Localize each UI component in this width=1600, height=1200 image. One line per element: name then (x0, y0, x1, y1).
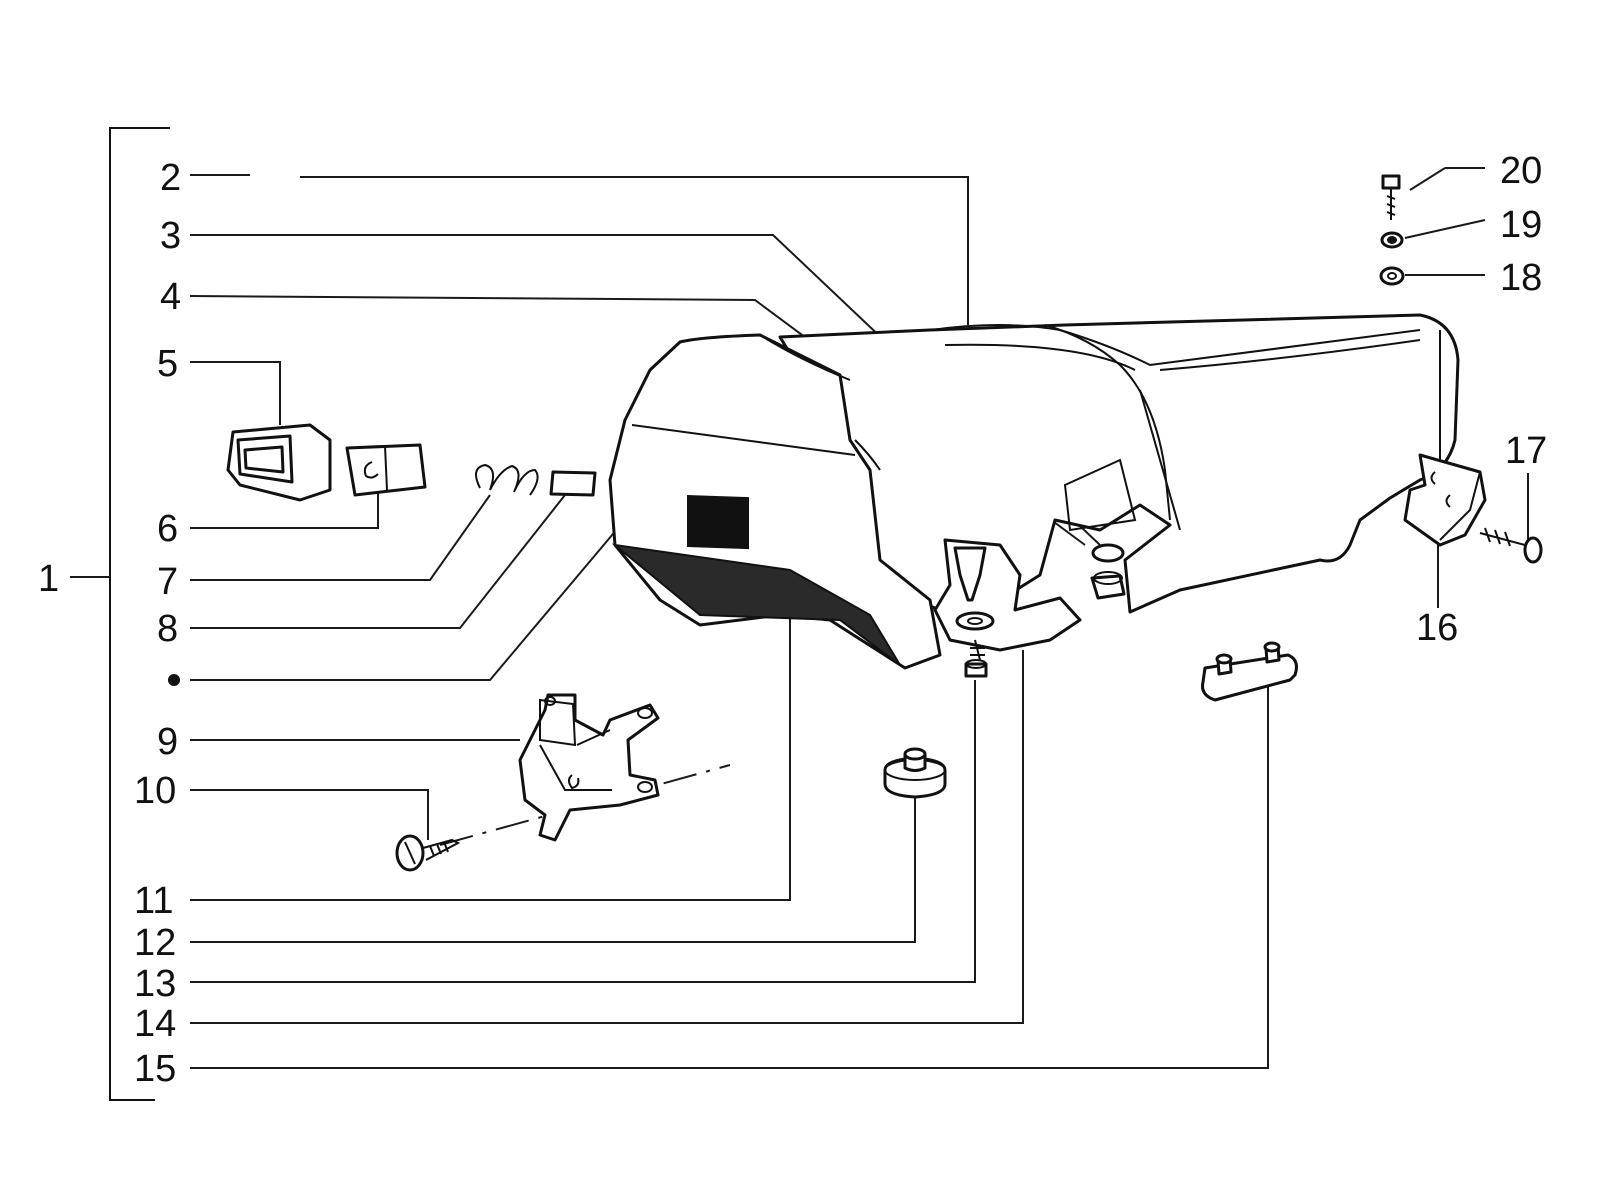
flat-washer-part (1379, 266, 1405, 286)
callout-10: 10 (134, 770, 176, 812)
washer-part (955, 611, 995, 631)
callout-16: 16 (1416, 607, 1458, 649)
callout-2: 2 (160, 157, 181, 199)
stud-mount-part (1201, 641, 1298, 702)
callout-15: 15 (134, 1048, 176, 1090)
bracket-part (518, 693, 660, 842)
callout-7: 7 (157, 561, 178, 603)
block-part (549, 470, 597, 497)
callout-6: 6 (157, 508, 178, 550)
spring-part (475, 463, 539, 496)
callout-20: 20 (1500, 150, 1542, 192)
callout-3: 3 (160, 215, 181, 257)
callout-4: 4 (160, 276, 181, 318)
screw-part (395, 834, 461, 872)
bolt-part (1381, 174, 1401, 220)
assembly-bracket (70, 127, 170, 1101)
callout-13: 13 (134, 963, 176, 1005)
callout-17: 17 (1505, 430, 1547, 472)
rear-screw-part (1479, 527, 1543, 564)
callout-8: 8 (157, 608, 178, 650)
callout-19: 19 (1500, 204, 1542, 246)
callout-1: 1 (38, 558, 59, 600)
callout-5: 5 (157, 343, 178, 385)
grommet-part (883, 747, 947, 799)
switch-housing-part (226, 423, 332, 502)
lock-washer-part (1380, 231, 1404, 249)
callout-labels: 1 2 3 4 5 6 7 8 9 10 11 12 13 14 15 16 1… (38, 150, 1547, 1090)
callout-11: 11 (134, 880, 173, 922)
leader-lines (189, 167, 1529, 1069)
callout-9: 9 (157, 721, 178, 763)
small-screw-part (964, 639, 988, 678)
clip-part (345, 443, 427, 497)
unnumbered-part-marker (168, 674, 180, 686)
callout-18: 18 (1500, 257, 1542, 299)
seat-body-assembly (608, 313, 1460, 670)
rear-bracket-part (1403, 453, 1487, 547)
callout-14: 14 (134, 1003, 176, 1045)
callout-12: 12 (134, 922, 176, 964)
